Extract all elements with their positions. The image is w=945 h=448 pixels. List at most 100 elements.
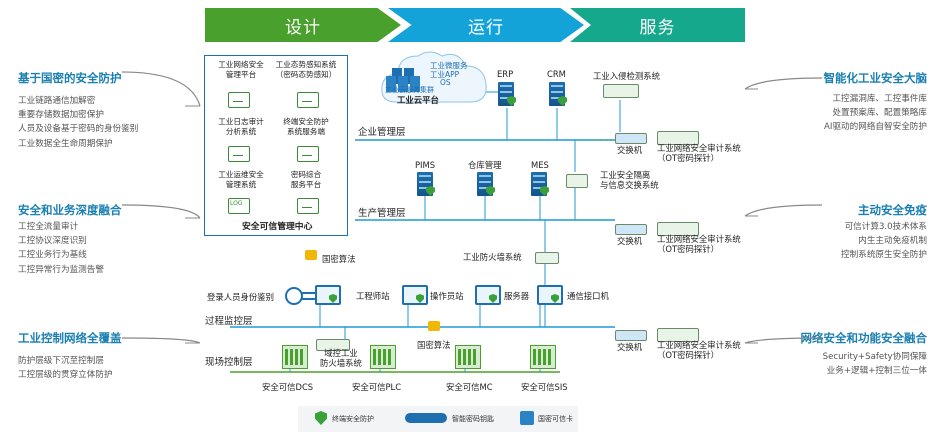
center-cell-line: 服务平台 [290,179,322,189]
layer-production: 生产管理层 [358,208,406,219]
lock-icon-2 [428,321,440,331]
controller-module [285,349,288,365]
server-slot [479,187,491,189]
switch-label-2: 交换机 [617,236,643,246]
controller-module [388,349,391,365]
server-icon-warehouse [477,172,495,196]
left-panel-items-2: 防护层级下沉至控制层工控层级的贯穿立体防护 [18,354,113,382]
controller-module [290,349,293,365]
right-panel-item: 内生主动免疫机制 [858,236,927,247]
audit-label-1: 工业网络安全审计系统 （OT密码探针） [657,143,741,163]
crypto-label-2: 国密算法 [417,340,451,350]
left-panel-items-1: 工控全流量审计工控协议深度识别工控业务行为基线工控异常行为监测告警 [18,220,104,277]
phase-service: 服务 [570,8,745,42]
left-panel-item: 工控全流量审计 [18,222,79,232]
server-slot [500,85,512,87]
mc-controller-icon [455,345,481,369]
audit-label-3-line1: 工业网络安全审计系统 [657,340,741,350]
center-cell-line: 分析系统 [225,126,257,136]
shield-icon [507,96,516,106]
engineer-station-icon [315,285,341,305]
controller-module [543,349,546,365]
shield-icon [329,294,337,303]
legend-terminal-protection: 终端安全防护 [332,415,374,423]
shield-icon [416,294,424,303]
server-label-erp: ERP [497,69,514,79]
server-slot [551,91,563,93]
controller-module [533,349,536,365]
legend-trust-card: 国密可信卡 [538,415,573,423]
layer-enterprise: 企业管理层 [358,127,406,138]
left-panel-item: 人员及设备基于密码的身份鉴别 [18,124,139,135]
server-slot [533,181,545,183]
controller-module [458,349,461,365]
comm-label: 通信接口机 [567,291,609,301]
controller-label-mc: 安全可信MC [446,382,493,392]
intrusion-label: 工业入侵检测系统 [593,71,660,81]
isolation-label-line1: 工业安全隔离 [600,170,651,180]
right-panel-title-0: 智能化工业安全大脑 [823,71,928,85]
id-card-icon [302,292,316,300]
left-panel-item: 工控业务行为基线 [18,250,87,261]
center-cell-1: 工业态势感知系统（密码态势感知） [273,60,339,79]
switch-label-1: 交换机 [617,145,643,155]
switch-icon-2 [615,224,647,235]
server-slot [551,85,563,87]
left-panel-items-0: 工业链路通信加解密重要存储数据加密保护人员及设备基于密码的身份鉴别工业数据全生命… [18,94,138,151]
login-label: 登录人员身份鉴别 [207,292,274,302]
monitor-glyph [302,97,312,102]
center-cell-line: 管理平台 [225,69,257,79]
domain-firewall-icon [316,339,350,351]
shield-icon [558,96,567,106]
right-panel-title-1: 主动安全免疫 [858,203,927,217]
center-cell-5: 密码综合服务平台 [273,170,339,189]
audit-probe-icon-2 [657,222,699,236]
center-cell-line: 系统服务端 [287,126,325,136]
layer-field: 现场控制层 [205,357,253,368]
controller-module [378,349,381,365]
server-slot [419,175,431,177]
controller-label-dcs: 安全可信DCS [262,382,314,392]
switch-icon-3 [615,330,647,341]
server-label-mes: MES [531,160,549,170]
audit-label-1-line1: 工业网络安全审计系统 [657,143,741,153]
monitor-icon [228,146,250,162]
server-slot [479,175,491,177]
domain-firewall-line1: 域控工业 [324,348,358,358]
center-cell-line: 密码综合 [290,170,322,179]
lock-icon-1 [305,250,317,260]
controller-module [373,349,376,365]
server-slot [533,187,545,189]
monitor-icon [297,92,319,108]
right-panel-item: 处置预案库、配置策略库 [832,108,927,119]
controller-module [468,349,471,365]
left-panel-title-1: 安全和业务深度融合 [18,203,122,217]
audit-probe-icon-1 [657,131,699,145]
left-panel-title-2: 工业控制网络全覆盖 [18,331,122,345]
center-cell-line: 工业网络安全 [218,60,264,69]
monitor-glyph [302,151,312,156]
left-panel-title-0: 基于国密的安全防护 [18,71,122,85]
phase-design: 设计 [205,8,401,42]
comm-station-icon [537,285,563,305]
monitor-icon [297,198,319,214]
monitor-icon [297,146,319,162]
audit-label-2-line2: （OT密码探针） [657,244,719,254]
security-management-center [204,55,348,236]
right-panel-title-2: 网络安全和功能安全融合 [800,331,928,345]
layer-process: 过程监控层 [205,316,253,327]
controller-module [548,349,551,365]
crypto-label-1: 国密算法 [322,254,356,264]
sis-controller-icon [530,345,556,369]
server-slot [419,187,431,189]
server-slot [419,181,431,183]
domain-firewall-line2: 防火墙系统 [320,358,362,368]
firewall-device-icon [535,252,559,264]
cloud-service-app: 工业APP [430,69,460,79]
cloud-services: 工业微服务 工业APP OS [430,61,468,88]
cloud-shape [381,51,487,103]
server-slot [500,97,512,99]
audit-label-3-line2: （OT密码探针） [657,350,719,360]
user-id-icon [285,287,303,305]
center-box-footer: 安全可信管理中心 [242,222,313,232]
